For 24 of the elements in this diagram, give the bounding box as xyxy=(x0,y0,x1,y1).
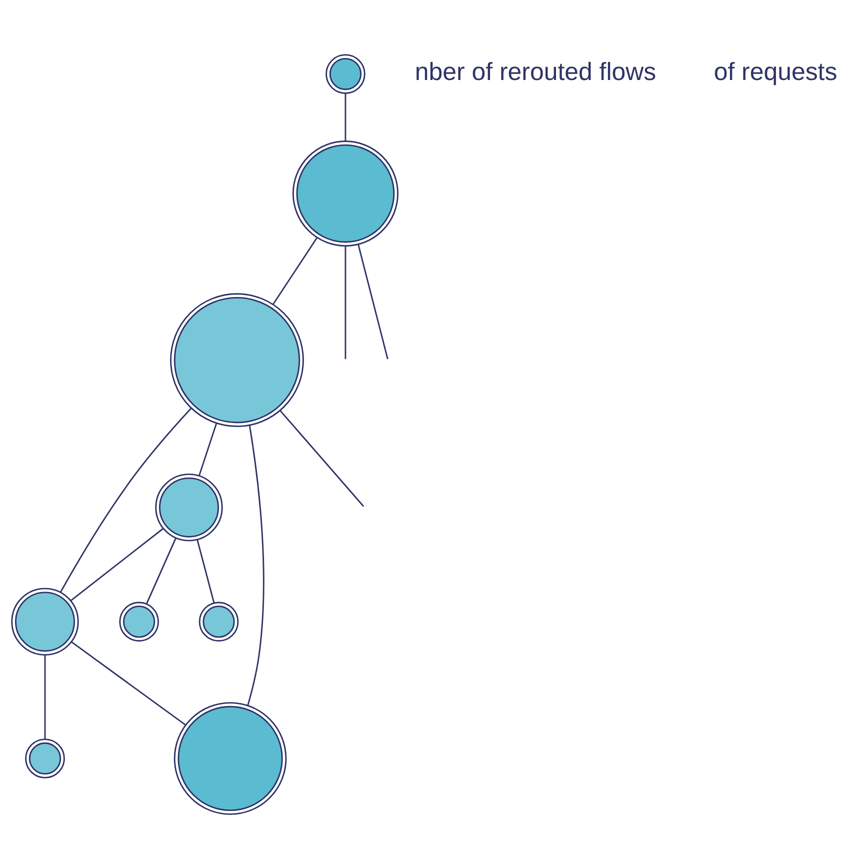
node-circle xyxy=(170,292,304,427)
node-circle xyxy=(198,601,239,642)
connector xyxy=(344,246,346,359)
node-circle xyxy=(11,587,79,656)
connector xyxy=(247,424,264,706)
connector xyxy=(344,92,346,141)
node-circle xyxy=(25,738,65,778)
node-circle xyxy=(174,702,287,814)
connector xyxy=(358,244,388,359)
connector xyxy=(44,654,46,739)
node-circle xyxy=(155,473,223,541)
node-circle xyxy=(119,601,159,642)
connector xyxy=(280,410,364,506)
connector xyxy=(198,422,218,476)
node-circle xyxy=(326,54,366,94)
connector xyxy=(70,527,164,601)
label: nber of rerouted flows xyxy=(414,58,656,86)
connector xyxy=(272,236,318,304)
label: of requests xyxy=(714,58,838,86)
connector xyxy=(60,407,192,592)
connector xyxy=(196,539,215,603)
node-circle xyxy=(292,140,398,246)
connector xyxy=(71,640,186,726)
connector xyxy=(146,537,177,604)
